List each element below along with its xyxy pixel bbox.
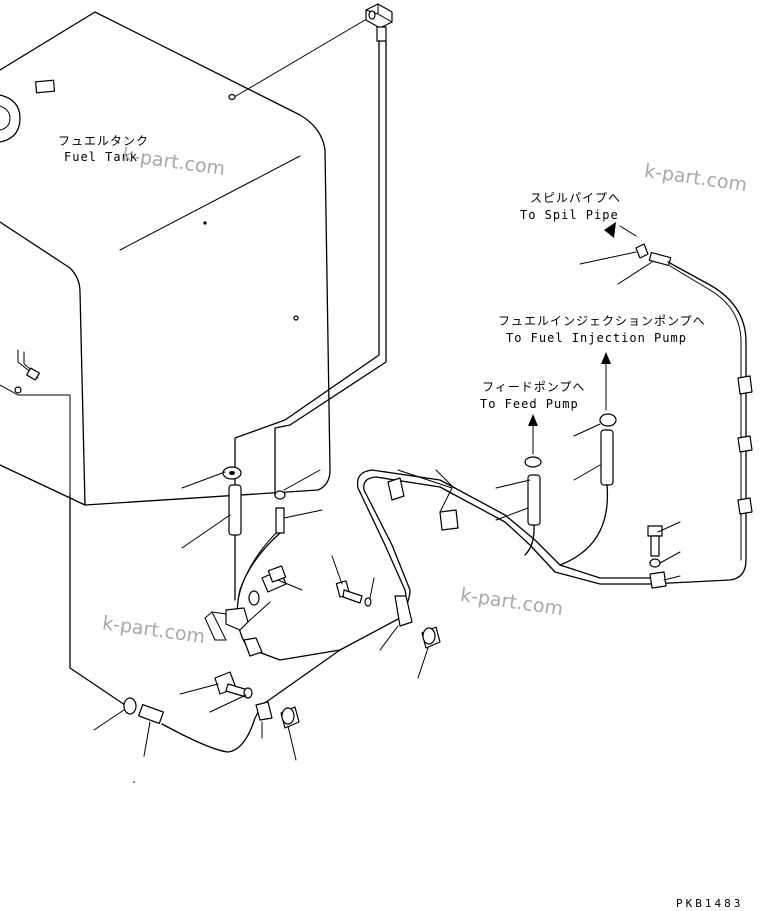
feed-pump-label-jp: フィードポンプへ	[482, 380, 586, 394]
center-pipe	[356, 469, 651, 627]
breather-line	[234, 3, 393, 601]
left-hose-group	[204, 466, 401, 661]
return-line	[69, 494, 341, 753]
bolt-washer-left	[248, 565, 287, 606]
injection-pump-hose	[559, 352, 617, 566]
injection-pump-label-en: To Fuel Injection Pump	[506, 331, 687, 345]
spill-pipe-label-jp: スピルパイプへ	[530, 191, 622, 205]
fuel-tank	[0, 11, 331, 506]
spill-pipe-label-en: To Spil Pipe	[520, 208, 619, 222]
drawing-code: PKB1483	[676, 897, 744, 910]
feed-pump-hose	[524, 414, 542, 556]
fuel-tank-label-jp: フュエルタンク	[58, 134, 150, 148]
bolt-washer-right	[647, 525, 663, 568]
feed-pump-label-en: To Feed Pump	[480, 397, 579, 411]
nut-center	[421, 626, 441, 649]
bolt-washer-center	[335, 580, 372, 607]
spill-pipe-line	[604, 222, 753, 589]
injection-pump-label-jp: フュエルインジェクションポンプへ	[498, 314, 706, 328]
leader-lines	[93, 19, 681, 783]
fuel-tank-label-en: Fuel Tank	[64, 150, 139, 164]
